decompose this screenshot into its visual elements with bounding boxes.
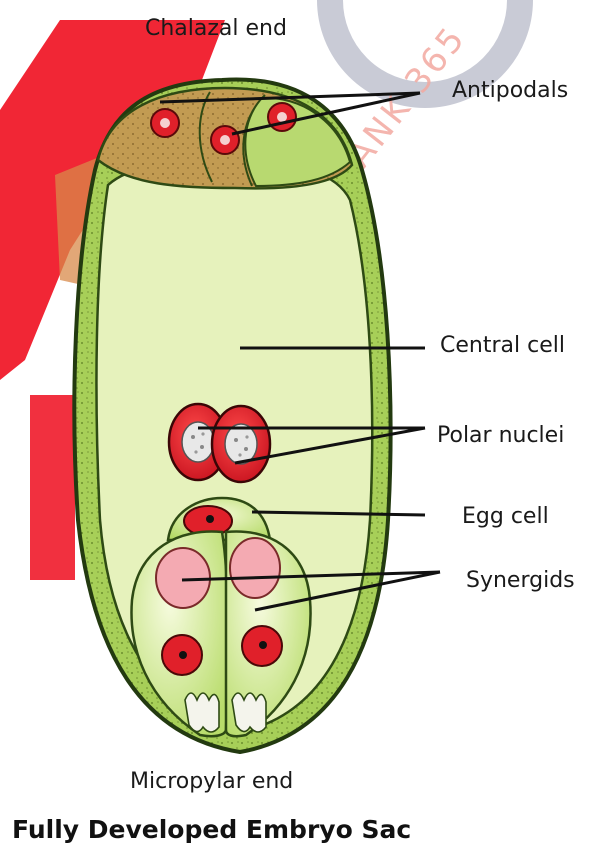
filiform-apparatus-left <box>185 693 219 732</box>
antipodal-nucleus <box>211 126 239 154</box>
micropylar-end-label: Micropylar end <box>130 769 293 794</box>
antipodal-nucleus <box>151 109 179 137</box>
synergids-label: Synergids <box>466 568 575 593</box>
chalazal-end-label: Chalazal end <box>145 16 287 41</box>
filiform-apparatus-right <box>232 693 266 732</box>
diagram-caption: Fully Developed Embryo Sac <box>12 815 411 844</box>
embryo-sac <box>74 80 390 752</box>
watermark-red-bar <box>30 395 75 580</box>
antipodal-nucleus <box>268 103 296 131</box>
central-cell-label: Central cell <box>440 333 565 358</box>
egg-cell-label: Egg cell <box>462 504 549 529</box>
polar-nucleus-right <box>212 406 270 482</box>
antipodals-label: Antipodals <box>452 78 568 103</box>
polar-nuclei-label: Polar nuclei <box>437 423 564 448</box>
